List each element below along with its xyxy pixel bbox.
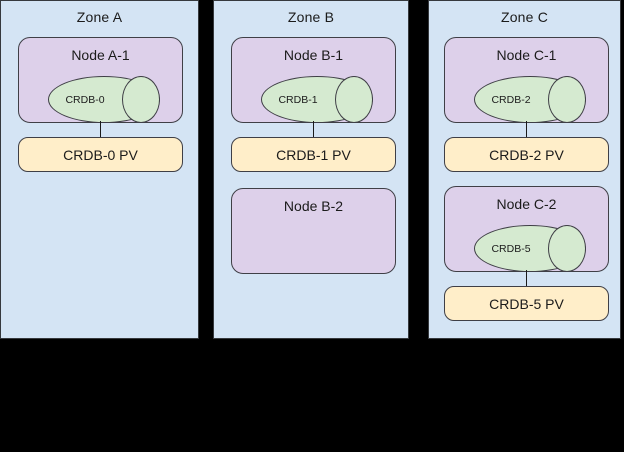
pod-crdb-2-label: CRDB-2 [491,93,531,106]
pv-crdb-5: CRDB-5 PV [444,286,609,321]
pod-crdb-5-label: CRDB-5 [491,242,531,255]
node-a-1-title: Node A-1 [71,47,130,63]
cylinder-cap [122,76,160,123]
zone-b-container: Zone B Node B-1 CRDB-1 CRDB-1 PV Node B-… [213,0,409,339]
pod-crdb-5: CRDB-5 [474,225,586,272]
zone-a-container: Zone A Node A-1 CRDB-0 CRDB-0 PV [0,0,199,339]
pv-crdb-1: CRDB-1 PV [231,137,396,172]
pv-crdb-2: CRDB-2 PV [444,137,609,172]
cylinder-cap [548,76,586,123]
pv-crdb-0: CRDB-0 PV [18,137,183,172]
pod-crdb-0: CRDB-0 [48,76,160,123]
connector-node-c-2-to-pv [526,270,527,286]
node-c-1-title: Node C-1 [496,47,557,63]
pod-crdb-2: CRDB-2 [474,76,586,123]
zone-a-title: Zone A [76,9,123,25]
zone-c-container: Zone C Node C-1 CRDB-2 CRDB-2 PV Node C-… [428,0,621,339]
pod-crdb-0-label: CRDB-0 [65,93,105,106]
pod-crdb-1-label: CRDB-1 [278,93,318,106]
zone-c-title: Zone C [500,9,549,25]
connector-node-c-1-to-pv [526,121,527,138]
connector-node-a-1-to-pv [100,121,101,138]
cylinder-cap [548,225,586,272]
node-c-2: Node C-2 CRDB-5 [444,186,609,272]
node-c-2-title: Node C-2 [496,196,557,212]
node-a-1: Node A-1 CRDB-0 [18,37,183,123]
node-b-1: Node B-1 CRDB-1 [231,37,396,123]
cylinder-cap [335,76,373,123]
node-c-1: Node C-1 CRDB-2 [444,37,609,123]
connector-node-b-1-to-pv [313,121,314,138]
node-b-1-title: Node B-1 [283,47,344,63]
node-b-2-title: Node B-2 [283,198,344,214]
node-b-2: Node B-2 [231,188,396,274]
pod-crdb-1: CRDB-1 [261,76,373,123]
zone-b-title: Zone B [287,9,335,25]
